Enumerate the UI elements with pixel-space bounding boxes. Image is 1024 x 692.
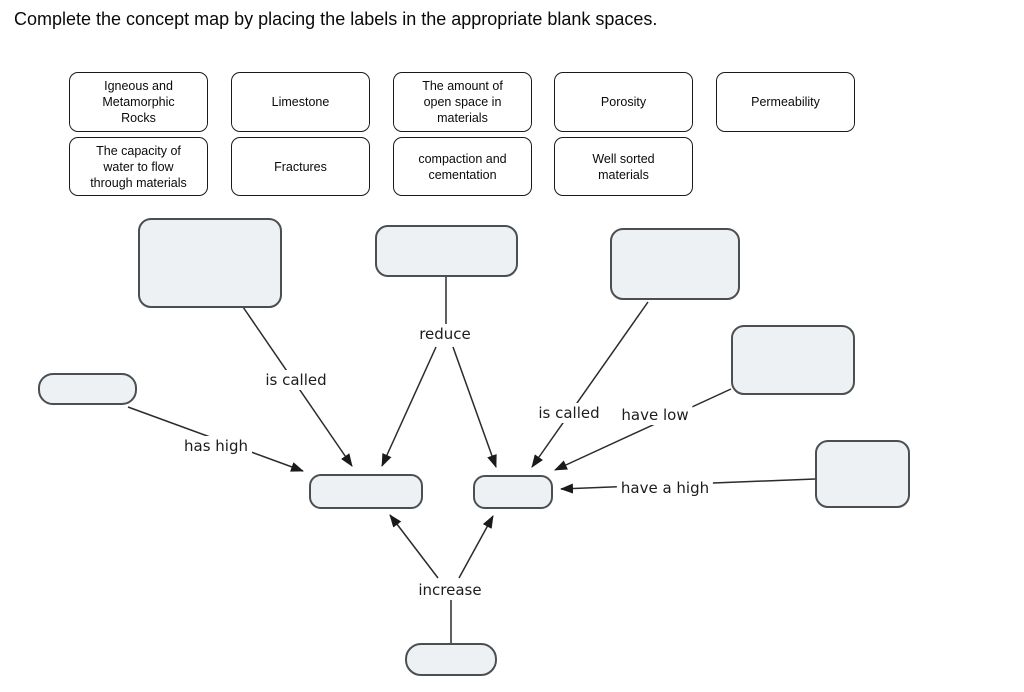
blank-node-bottom-right[interactable]: [815, 440, 910, 508]
label-card-well-sorted-materials[interactable]: Well sorted materials: [554, 137, 693, 196]
page-title: Complete the concept map by placing the …: [14, 9, 658, 29]
label-card-compaction-cementation[interactable]: compaction and cementation: [393, 137, 532, 196]
blank-node-center-left[interactable]: [309, 474, 423, 509]
blank-node-middle-right[interactable]: [731, 325, 855, 395]
blank-node-left[interactable]: [38, 373, 137, 405]
edge-label-have-low: have low: [617, 405, 693, 425]
edge-label-reduce: reduce: [415, 324, 475, 344]
arrow-increase-to-centerleft: [389, 514, 439, 579]
label-card-amount-open-space[interactable]: The amount of open space in materials: [393, 72, 532, 132]
edge-label-has-high: has high: [180, 436, 252, 456]
arrow-increase-to-centerright: [458, 515, 494, 579]
blank-node-top-left[interactable]: [138, 218, 282, 308]
blank-node-top-right[interactable]: [610, 228, 740, 300]
arrow-reduce-to-centerright: [452, 346, 497, 468]
arrow-reduce-to-centerleft: [381, 346, 437, 467]
label-card-permeability[interactable]: Permeability: [716, 72, 855, 132]
blank-node-center-right[interactable]: [473, 475, 553, 509]
edge-label-is-called-right: is called: [534, 403, 604, 423]
edge-label-have-a-high: have a high: [616, 478, 714, 498]
label-card-igneous-metamorphic-rocks[interactable]: Igneous and Metamorphic Rocks: [69, 72, 208, 132]
blank-node-bottom[interactable]: [405, 643, 497, 676]
label-card-capacity-water-flow[interactable]: The capacity of water to flow through ma…: [69, 137, 208, 196]
arrow-midright-to-centerright: [554, 388, 732, 471]
arrow-topright-to-centerright: [531, 301, 649, 468]
edge-label-increase: increase: [414, 580, 486, 600]
label-card-porosity[interactable]: Porosity: [554, 72, 693, 132]
edge-label-is-called-left: is called: [261, 370, 331, 390]
blank-node-top-middle[interactable]: [375, 225, 518, 277]
label-card-fractures[interactable]: Fractures: [231, 137, 370, 196]
label-card-limestone[interactable]: Limestone: [231, 72, 370, 132]
